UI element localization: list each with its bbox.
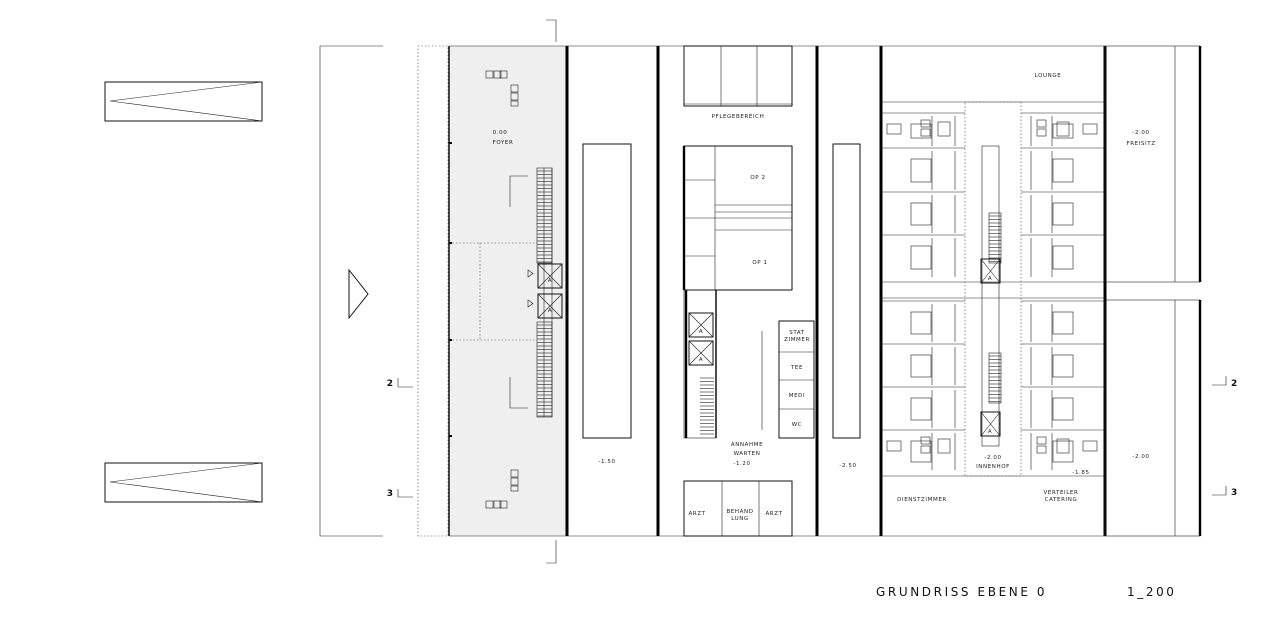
elevator-label: A: [988, 276, 992, 282]
lounge-label: LOUNGE: [1035, 73, 1062, 79]
furniture: [1052, 311, 1074, 335]
wc-label: WC: [792, 422, 802, 428]
furniture: [1052, 123, 1074, 139]
elevator-icon: A: [688, 312, 714, 338]
foyer-block: [448, 45, 569, 537]
furniture: [1036, 119, 1047, 128]
arrow-icon: [527, 269, 534, 278]
furniture: [937, 121, 951, 137]
freisitz-label: FREISITZ: [1126, 141, 1155, 147]
furniture: [1052, 245, 1074, 270]
ramp-bottom: [104, 462, 263, 503]
section-marker-2-right: 2: [1212, 376, 1237, 389]
elevator-label: A: [548, 278, 552, 284]
level-mid: -1.20: [733, 461, 750, 467]
section-marker-2-left: 2: [387, 378, 413, 389]
furniture: [1052, 440, 1074, 463]
warten-label: WARTEN: [734, 451, 761, 457]
svg-text:3: 3: [387, 489, 393, 499]
site-boundary-left: [319, 45, 449, 537]
furniture: [920, 445, 931, 454]
dienstzimmer-label: DIENSTZIMMER: [897, 497, 947, 503]
furniture: [910, 311, 932, 335]
furniture: [1036, 128, 1047, 137]
furniture: [886, 440, 902, 452]
courtyard-left: -1.50: [567, 45, 658, 537]
furniture: [937, 438, 951, 454]
ward-block: [879, 45, 1107, 537]
op1-label: OP 1: [752, 260, 767, 266]
elevator-label: A: [699, 329, 703, 335]
furniture: [1036, 445, 1047, 454]
elevator-icon: A: [688, 340, 714, 366]
entrance-arrow-icon: [348, 268, 369, 320]
furniture: [886, 123, 902, 135]
plan-scale: 1_200: [1127, 585, 1177, 599]
svg-text:2: 2: [1231, 379, 1237, 389]
svg-text:2: 2: [387, 379, 393, 389]
level-right-gap: -2.50: [839, 463, 856, 469]
terrace-right: [1104, 45, 1202, 537]
furniture: [910, 397, 932, 421]
elevator-icon: A: [537, 263, 563, 289]
arrow-icon: [527, 299, 534, 308]
level-verteiler: -1.85: [1072, 470, 1089, 476]
freisitz-level: -2.00: [1132, 130, 1149, 136]
section-marker-3-left: 3: [387, 489, 413, 499]
plan-title: GRUNDRISS EBENE 0: [876, 585, 1047, 599]
elevator-label: A: [548, 308, 552, 314]
level-bottom-right: -2.00: [1132, 454, 1149, 460]
section-marker-3-right: 3: [1212, 486, 1237, 498]
furniture: [1056, 121, 1070, 137]
furniture: [1056, 438, 1070, 454]
elevator-label: A: [699, 357, 703, 363]
foyer-level: 0.00: [493, 130, 508, 136]
tee-label: TEE: [790, 365, 803, 371]
furniture: [910, 354, 932, 378]
furniture: [1052, 202, 1074, 226]
furniture: [910, 202, 932, 226]
furniture: [910, 245, 932, 270]
catering-label: CATERING: [1045, 497, 1078, 503]
pflegebereich-label: PFLEGEBEREICH: [712, 114, 765, 120]
furniture: [1082, 123, 1098, 135]
elevator-icon: A: [537, 293, 563, 319]
innenhof-level: -2.00: [984, 455, 1001, 461]
courtyard-middle: -2.50: [817, 45, 881, 537]
furniture: [1036, 436, 1047, 445]
foyer-label: FOYER: [493, 140, 514, 146]
medi-label: MEDI: [789, 393, 805, 399]
op2-label: OP 2: [750, 175, 765, 181]
furniture: [920, 436, 931, 445]
furniture: [1052, 354, 1074, 378]
furniture: [920, 128, 931, 137]
ramp-top: [104, 81, 263, 122]
level-left-gap: -1.50: [598, 459, 615, 465]
innenhof-label: INNENHOF: [976, 464, 1010, 470]
arzt-left-label: ARZT: [688, 511, 705, 517]
furniture: [1082, 440, 1098, 452]
annahme-label: ANNAHME: [731, 442, 763, 448]
elevator-icon: A: [980, 411, 1001, 437]
section-cut-top: [546, 19, 557, 42]
furniture: [910, 158, 932, 183]
furniture: [1052, 158, 1074, 183]
verteiler-label: VERTEILER: [1044, 490, 1079, 496]
furniture: [1052, 397, 1074, 421]
section-cut-bottom: [546, 540, 557, 564]
clinic-block: [656, 45, 819, 537]
furniture: [920, 119, 931, 128]
elevator-label: A: [988, 429, 992, 435]
svg-text:3: 3: [1231, 488, 1237, 498]
elevator-icon: A: [980, 258, 1001, 284]
arzt-right-label: ARZT: [765, 511, 782, 517]
